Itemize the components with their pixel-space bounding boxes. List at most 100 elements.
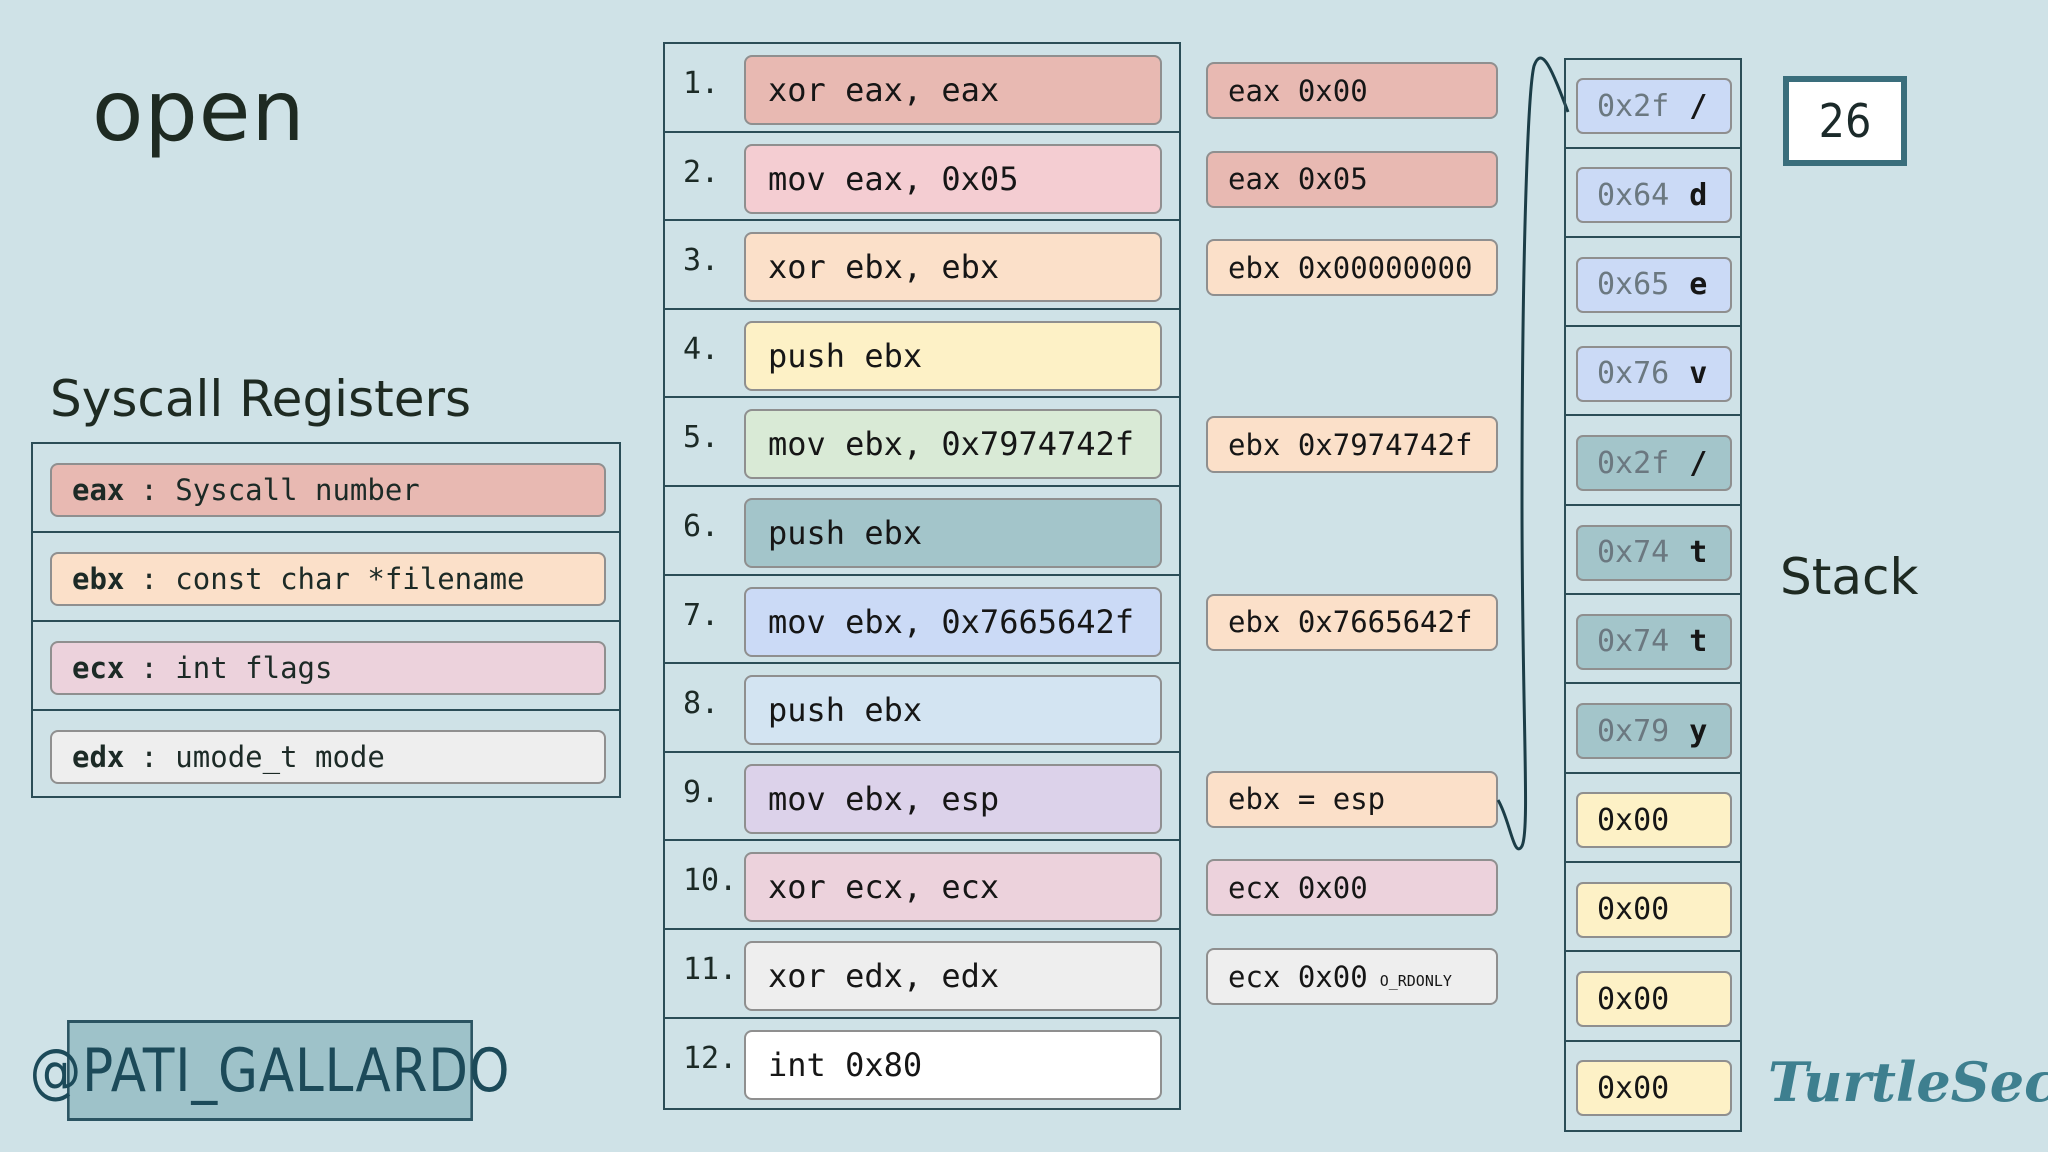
stack-row: 0x00 <box>1566 1042 1740 1131</box>
instruction-row: 6. push ebx <box>665 487 1179 576</box>
register-description: : int flags <box>140 651 333 685</box>
instruction-code: push ebx <box>744 498 1162 568</box>
stack-cell-hex: 0x65 <box>1597 267 1670 303</box>
register-state-note: O_RDONLY <box>1379 971 1452 990</box>
syscall-registers-heading: Syscall Registers <box>50 370 472 428</box>
register-row-ecx: ecx : int flags <box>33 622 619 711</box>
instruction-row: 4.push ebx <box>665 310 1179 399</box>
stack-cell: 0x00 <box>1576 1060 1732 1117</box>
register-description: : umode_t mode <box>140 740 385 774</box>
instruction-code: int 0x80 <box>744 1029 1162 1100</box>
syscall-registers-table: eax : Syscall number ebx : const char *file… <box>31 442 621 798</box>
stack-cell-hex: 0x74 <box>1597 535 1670 570</box>
register-description: : Syscall number <box>140 473 420 507</box>
stack-cell-char: / <box>1689 88 1708 124</box>
register-name: edx <box>72 740 125 774</box>
stack-cell-hex: 0x00 <box>1597 802 1670 838</box>
register-state-value: eax 0x00 <box>1228 73 1368 108</box>
instruction-row: 8. push ebx <box>665 664 1179 753</box>
register-row-ebx: ebx : const char *filename <box>33 533 619 622</box>
stack-cell-hex: 0x00 <box>1597 981 1670 1017</box>
instruction-row: 9.mov ebx, esp <box>665 753 1179 842</box>
stack-cell-hex: 0x2f <box>1597 88 1670 124</box>
stack-row: 0x00 <box>1566 774 1740 863</box>
stack-cell: 0x64 d <box>1576 167 1732 224</box>
stack-cell-char: t <box>1689 535 1708 570</box>
instruction-number: 10. <box>683 863 738 899</box>
stack-cell: 0x00 <box>1576 971 1732 1027</box>
author-handle: @PATI_GALLARDO <box>30 1020 510 1121</box>
register-pill: ebx : const char *filename <box>50 552 606 606</box>
instruction-number: 7. <box>683 597 720 633</box>
register-description: : const char *filename <box>140 562 525 596</box>
instruction-row: 11.xor edx, edx <box>665 930 1179 1019</box>
register-row-edx: edx : umode_t mode <box>33 711 619 800</box>
register-name: eax <box>72 473 125 507</box>
register-state-value: ebx 0x00000000 <box>1228 250 1473 285</box>
instruction-row: 7.mov ebx, 0x7665642f <box>665 576 1179 665</box>
stack-row: 0x2f / <box>1566 417 1740 506</box>
register-row-eax: eax : Syscall number <box>33 444 619 533</box>
register-state-pill: ebx 0x7665642f <box>1206 593 1498 651</box>
stack-cell-char: d <box>1689 177 1708 213</box>
stack-cell-hex: 0x00 <box>1597 892 1670 928</box>
instruction-number: 11. <box>683 952 738 987</box>
instruction-code: mov ebx, 0x7974742f <box>744 409 1162 480</box>
instruction-row: 2.mov eax, 0x05 <box>665 133 1179 222</box>
register-state-value: ebx 0x7974742f <box>1228 427 1473 462</box>
stack-cell: 0x00 <box>1576 792 1732 849</box>
stack-row: 0x00 <box>1566 953 1740 1042</box>
stack-cell-char: / <box>1689 445 1708 481</box>
instruction-code: xor edx, edx <box>744 941 1162 1011</box>
register-state-pill: ecx 0x00 <box>1206 859 1498 917</box>
instruction-number: 4. <box>683 331 720 367</box>
register-pill: eax : Syscall number <box>50 463 606 517</box>
stack-label: Stack <box>1780 548 1919 606</box>
stack-cell-hex: 0x64 <box>1597 177 1670 213</box>
register-name: ebx <box>72 562 125 596</box>
register-state-value: ebx 0x7665642f <box>1228 605 1473 640</box>
stack-cell-hex: 0x2f <box>1597 445 1670 481</box>
register-state-pill: eax 0x05 <box>1206 150 1498 208</box>
instruction-code: mov ebx, esp <box>744 763 1162 834</box>
stack-cell-hex: 0x79 <box>1597 713 1670 749</box>
instruction-number: 6. <box>683 509 720 544</box>
stack-cell-hex: 0x00 <box>1597 1070 1670 1106</box>
instruction-code: xor eax, eax <box>744 55 1162 125</box>
instruction-row: 3. xor ebx, ebx <box>665 221 1179 310</box>
instruction-number: 8. <box>683 686 720 722</box>
register-pill: edx : umode_t mode <box>50 730 606 784</box>
instruction-row: 10.xor ecx, ecx <box>665 841 1179 930</box>
stack-row: 0x74 t <box>1566 507 1740 596</box>
page-title: open <box>92 62 306 160</box>
brand-logo: TurtleSec <box>1768 1050 2048 1114</box>
instruction-row: 5. mov ebx, 0x7974742f <box>665 398 1179 487</box>
register-state-pill: ecx 0x00 O_RDONLY <box>1206 948 1498 1005</box>
slide-number: 26 <box>1783 76 1907 166</box>
instruction-number: 3. <box>683 243 720 279</box>
instruction-code: xor ecx, ecx <box>744 852 1162 923</box>
register-state-value: ecx 0x00 <box>1228 959 1368 994</box>
instruction-row: 1. xor eax, eax <box>665 44 1179 133</box>
register-state-pill: ebx 0x7974742f <box>1206 416 1498 474</box>
instruction-code: push ebx <box>744 675 1162 746</box>
stack-cell-char: t <box>1689 624 1708 660</box>
instruction-row: 12.int 0x80 <box>665 1019 1179 1108</box>
register-name: ecx <box>72 651 125 685</box>
register-state-value: ebx = esp <box>1228 782 1386 817</box>
instruction-number: 1. <box>683 66 720 101</box>
stack-row: 0x00 <box>1566 864 1740 953</box>
instruction-code: xor ebx, ebx <box>744 232 1162 303</box>
register-pill: ecx : int flags <box>50 641 606 695</box>
instruction-number: 5. <box>683 420 720 456</box>
stack-cell: 0x74 t <box>1576 524 1732 581</box>
